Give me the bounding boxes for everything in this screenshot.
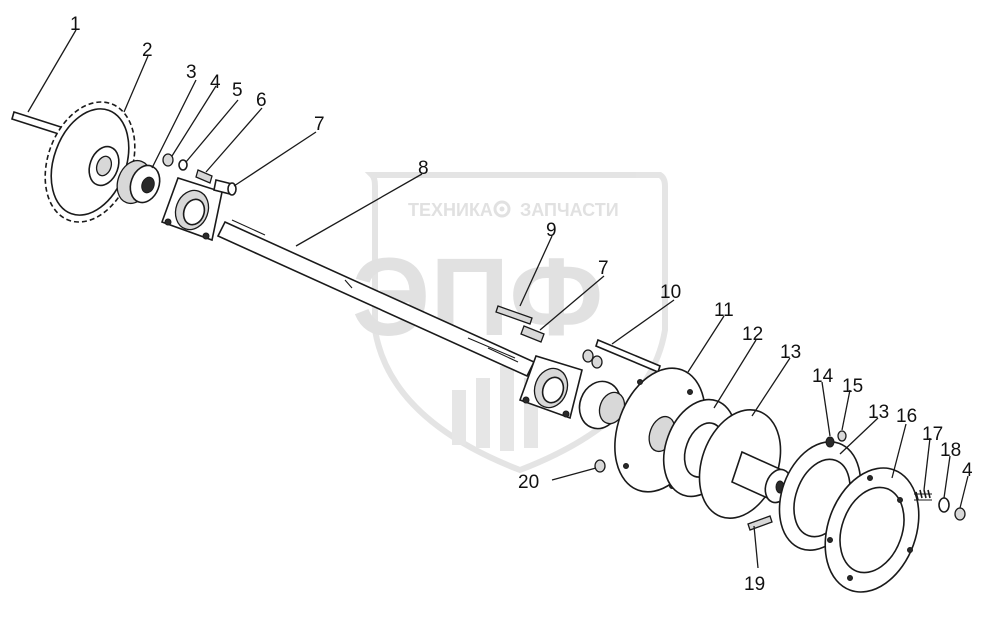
- callout-16: 16: [896, 406, 917, 427]
- part-18-washer: [938, 497, 950, 513]
- callout-15: 15: [842, 376, 863, 397]
- callout-4b: 4: [962, 460, 973, 481]
- callout-labels: 1 2 3 4 5 6 7 8 9 7 10 11 12 13 14 15 13…: [70, 14, 973, 595]
- part-8-shaft: [216, 219, 536, 378]
- part-3-bearing: [116, 159, 161, 205]
- part-1-key: [11, 110, 65, 137]
- flange-housing-right: [518, 355, 583, 420]
- callout-7a: 7: [314, 114, 325, 135]
- callout-13a: 13: [780, 342, 801, 363]
- part-9-key: [495, 305, 533, 325]
- callout-3: 3: [186, 62, 197, 83]
- watermark-text-left: ТЕХНИКА: [408, 200, 493, 220]
- gear-icon: [493, 200, 511, 218]
- part-7-bushing-right: [520, 325, 545, 343]
- part-6-bolt: [195, 169, 213, 184]
- part-17-spring: [914, 489, 932, 501]
- callout-20: 20: [518, 472, 539, 493]
- part-14-pin: [825, 436, 835, 448]
- part-20-nipple: [594, 459, 606, 473]
- callout-14: 14: [812, 366, 834, 387]
- callout-8: 8: [418, 158, 429, 179]
- callout-2: 2: [142, 40, 153, 61]
- part-5-washer: [178, 159, 188, 171]
- callout-12: 12: [742, 324, 763, 345]
- bearing-block: [578, 380, 626, 430]
- part-nuts-mid: [582, 349, 603, 369]
- flange-housing-left: [160, 177, 223, 242]
- callout-19: 19: [744, 574, 765, 595]
- callout-6: 6: [256, 90, 267, 111]
- callout-5: 5: [232, 80, 243, 101]
- part-4-nut-right: [954, 507, 966, 521]
- part-4-nut: [162, 153, 174, 167]
- watermark-text-right: ЗАПЧАСТИ: [520, 200, 619, 220]
- leader-lines: [27, 29, 969, 569]
- callout-17: 17: [922, 424, 943, 445]
- callout-9: 9: [546, 220, 557, 241]
- callout-7b: 7: [598, 258, 609, 279]
- wheat-icon: [452, 366, 538, 451]
- callout-10: 10: [660, 282, 681, 303]
- callout-4a: 4: [210, 72, 221, 93]
- callout-1: 1: [70, 14, 81, 35]
- part-7-bushing-left: [213, 179, 237, 196]
- callout-18: 18: [940, 440, 961, 461]
- part-19-bolt: [747, 515, 773, 531]
- callout-11: 11: [714, 300, 734, 321]
- part-15-nut: [837, 430, 847, 442]
- watermark-shield: [364, 172, 668, 474]
- callout-13b: 13: [868, 402, 889, 423]
- part-10-bolt: [595, 338, 661, 374]
